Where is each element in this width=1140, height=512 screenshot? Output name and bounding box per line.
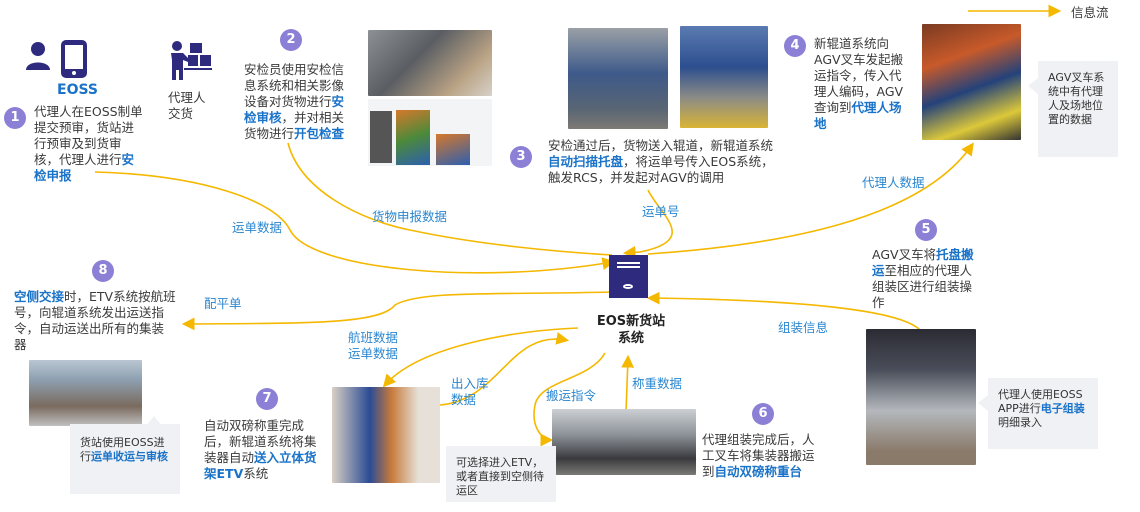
etv-option-callout: 可选择进入ETV，或者直接到空侧待运区 — [446, 446, 556, 502]
step-text-segment: 至相应的代理人组装区进行组装操作 — [872, 263, 973, 310]
highlight-text: 运单收运与审核 — [91, 450, 168, 463]
step-text-7: 自动双磅称重完成后，新辊道系统将集装器自动送入立体货架ETV系统 — [204, 418, 324, 482]
highlight-text: 托盘搬运 — [872, 247, 974, 278]
flow-label-loading-list: 配平单 — [204, 296, 242, 311]
callout-pointer — [978, 395, 988, 411]
user-icon — [24, 40, 52, 74]
pallet-assembly-photo — [866, 329, 976, 465]
flow-label-weigh-data: 称重数据 — [632, 376, 683, 391]
step-text-5: AGV叉车将托盘搬运至相应的代理人组装区进行组装操作 — [872, 247, 980, 311]
station-callout: 货站使用EOSS进行运单收运与审核 — [70, 424, 180, 494]
flow-cargo-declare — [287, 142, 613, 256]
step-text-1: 代理人在EOSS制单提交预审，货站进行预审及到货审核，代理人进行安检申报 — [34, 104, 146, 184]
step-text-3: 安检通过后，货物送入辊道，新辊道系统自动扫描托盘，将运单号传入EOS系统，触发R… — [548, 138, 784, 186]
scanner-device-photo — [680, 26, 768, 128]
etv-rack-photo — [332, 387, 440, 483]
flow-waybill-no — [622, 189, 673, 259]
roller-conveyor-photo — [568, 28, 668, 129]
step-badge-6: 6 — [752, 403, 774, 425]
highlight-text: 自动扫描托盘 — [548, 154, 624, 169]
weighing-station-photo — [552, 409, 696, 475]
step-text-segment: 明细录入 — [998, 416, 1042, 429]
step-text-segment: 安检员使用安检信息系统和相关影像设备对货物进行 — [244, 62, 345, 109]
highlight-text: 开包检查 — [294, 126, 345, 141]
eos-system-label: EOS新货站 系统 — [596, 314, 666, 346]
step-text-segment: 货站使用EOSS进行 — [80, 436, 165, 463]
agv-forklift-photo — [922, 24, 1021, 140]
highlight-text: 空侧交接 — [14, 289, 65, 304]
flow-label-inout-data: 出入库 数据 — [451, 376, 489, 407]
step-text-segment: ，将运单号传入EOS系统，触发RCS，并发起对AGV的调用 — [548, 154, 774, 185]
flow-label-flight-data: 航班数据 运单数据 — [348, 330, 399, 361]
step-text-segment: ，并对相关货物进行 — [244, 110, 345, 141]
xray-screen-photo — [368, 99, 492, 166]
highlight-text: 自动双磅称重台 — [714, 464, 803, 479]
eoss-label: EOSS — [57, 82, 99, 98]
flow-waybill-data — [94, 171, 616, 274]
flow-flight-data — [382, 327, 579, 388]
step-badge-7: 7 — [256, 388, 278, 410]
callout-pointer — [1028, 78, 1038, 94]
step-text-6: 代理组装完成后，人工叉车将集装器搬运到自动双磅称重台 — [702, 432, 820, 480]
flow-move-cmd — [533, 352, 606, 447]
legend-label: 信息流 — [1071, 5, 1109, 20]
step-text-segment: AGV叉车将 — [872, 247, 937, 262]
step-text-8: 空侧交接时，ETV系统按航班号，向辊道系统发出运送指令，自动运送出所有的集装器 — [14, 289, 176, 353]
step-text-2: 安检员使用安检信息系统和相关影像设备对货物进行安检审核，并对相关货物进行开包检查 — [244, 62, 356, 142]
flow-label-waybill-no: 运单号 — [642, 204, 680, 219]
step-text-segment: 系统 — [243, 466, 269, 481]
security-scanner-photo — [368, 30, 492, 96]
step-text-4: 新辊道系统向AGV叉车发起搬运指令，传入代理人编码，AGV查询到代理人场地 — [814, 36, 906, 132]
highlight-text: 送入立体货架ETV — [204, 450, 317, 481]
step-badge-8: 8 — [92, 260, 114, 282]
flow-label-cargo-declare: 货物申报数据 — [372, 209, 448, 224]
eos-server-icon[interactable] — [609, 255, 648, 298]
flow-label-agent-data: 代理人数据 — [862, 175, 925, 190]
flow-loading-list — [181, 291, 613, 331]
step-text-segment: 代理人在EOSS制单提交预审，货站进行预审及到货审核，代理人进行 — [34, 104, 143, 167]
step-text-segment: 时，ETV系统按航班号，向辊道系统发出运送指令，自动运送出所有的集装器 — [14, 289, 176, 352]
step-text-segment: 自动双磅称重完成后，新辊道系统将集装器自动 — [204, 418, 317, 465]
airside-cargo-photo — [29, 360, 142, 426]
flow-weigh-data — [621, 354, 635, 413]
flow-label-move-cmd: 搬运指令 — [546, 388, 597, 403]
step-text-segment: 新辊道系统向AGV叉车发起搬运指令，传入代理人编码，AGV查询到 — [814, 36, 904, 115]
step-badge-1: 1 — [4, 107, 26, 129]
step-badge-3: 3 — [510, 146, 532, 168]
step-text-segment: 安检通过后，货物送入辊道，新辊道系统 — [548, 138, 774, 153]
highlight-text: 电子组装 — [1040, 402, 1085, 415]
assembly-callout: 代理人使用EOSS APP进行电子组装明细录入 — [988, 378, 1098, 449]
highlight-text: 代理人场地 — [814, 100, 902, 131]
flow-agent-data — [647, 142, 974, 255]
agv-data-callout: AGV叉车系统中有代理人及场地位置的数据 — [1038, 61, 1118, 157]
agent-delivery-icon — [168, 40, 214, 86]
flow-label-assembly-info: 组装信息 — [778, 320, 829, 335]
highlight-text: 安检申报 — [34, 152, 135, 183]
flow-label-waybill-data: 运单数据 — [232, 220, 283, 235]
step-text-segment: 代理组装完成后，人工叉车将集装器搬运到 — [702, 432, 815, 479]
flow-inout-data — [439, 332, 570, 406]
highlight-text: 安检审核 — [244, 94, 345, 125]
step-badge-2: 2 — [280, 29, 302, 51]
step-badge-5: 5 — [915, 219, 937, 241]
step-badge-4: 4 — [784, 35, 806, 57]
callout-pointer — [146, 416, 162, 426]
mobile-phone-icon — [59, 38, 89, 84]
step-text-segment: 代理人使用EOSS APP进行 — [998, 388, 1083, 415]
flow-assembly-info — [646, 291, 921, 331]
agent-delivery-label: 代理人 交货 — [168, 90, 206, 121]
